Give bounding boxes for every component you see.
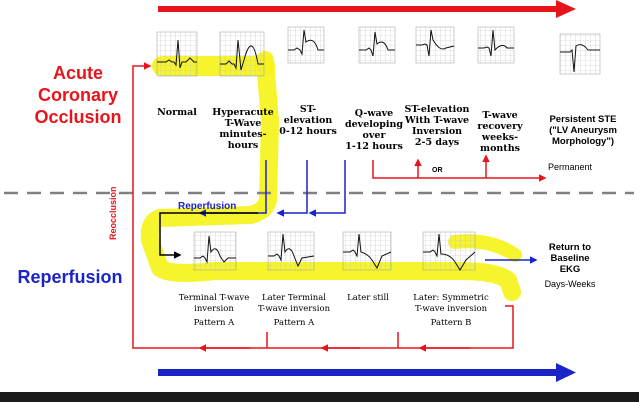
or-label: OR: [432, 167, 443, 174]
top-time-arrow: [158, 0, 576, 18]
stage-label-q-wave: Q-wave developing over 1-12 hours: [345, 108, 403, 152]
ekg-strip-persistent-ste: [559, 33, 601, 75]
stage-label-persistent-ste: Persistent STE ("LV Aneurysm Morphology"…: [549, 114, 617, 147]
stage-label-normal: Normal: [157, 107, 197, 118]
black-arrows: [159, 212, 258, 259]
ekg-strip-st-t-inversion: [415, 26, 455, 64]
ekg-strip-later-still: [342, 231, 392, 271]
permanent-label: Permanent: [548, 162, 593, 172]
stage-label-terminal-t-inversion: Terminal T-wave inversion Pattern A: [178, 293, 250, 328]
stage-label-st-t-inversion: ST-elevation With T-wave Inversion 2-5 d…: [404, 104, 470, 148]
stage-label-t-recovery: T-wave recovery weeks-months: [477, 110, 523, 154]
days-weeks-label: Days-Weeks: [544, 279, 596, 289]
permanent-pathway: [372, 154, 547, 182]
ekg-strip-normal: [156, 31, 198, 77]
stage-label-later-still: Later still: [347, 293, 389, 303]
stage-label-symmetric-t-inversion: Later: Symmetric T-wave inversion Patter…: [413, 293, 489, 328]
reocclusion-label: Reocclusion: [108, 186, 118, 240]
return-to-baseline-label: Return to Baseline EKG: [548, 242, 592, 275]
stage-label-later-terminal: Later Terminal T-wave inversion Pattern …: [257, 293, 331, 328]
reperfusion-arrow-label: Reperfusion: [178, 201, 237, 212]
ekg-strip-t-recovery: [477, 26, 515, 64]
bottom-time-arrow: [158, 363, 576, 382]
ekg-strip-later-terminal: [267, 231, 315, 271]
stage-label-hyperacute: Hyperacute T-Wave minutes-hours: [212, 107, 274, 151]
ekg-strip-q-wave: [358, 26, 396, 64]
ekg-strip-st-elevation: [287, 26, 325, 64]
acute-occlusion-label: Acute Coronary Occlusion: [34, 63, 122, 127]
footer-bar: [0, 392, 639, 402]
ekg-strip-hyperacute: [219, 31, 265, 77]
reocclusion-loop: [132, 62, 514, 352]
reperfusion-phase-label: Reperfusion: [17, 267, 123, 287]
ekg-strip-symmetric-t-inversion: [422, 231, 476, 271]
stage-label-st-elevation: ST-elevation 0-12 hours: [279, 104, 337, 137]
ekg-strip-terminal-t-inversion: [193, 231, 237, 271]
